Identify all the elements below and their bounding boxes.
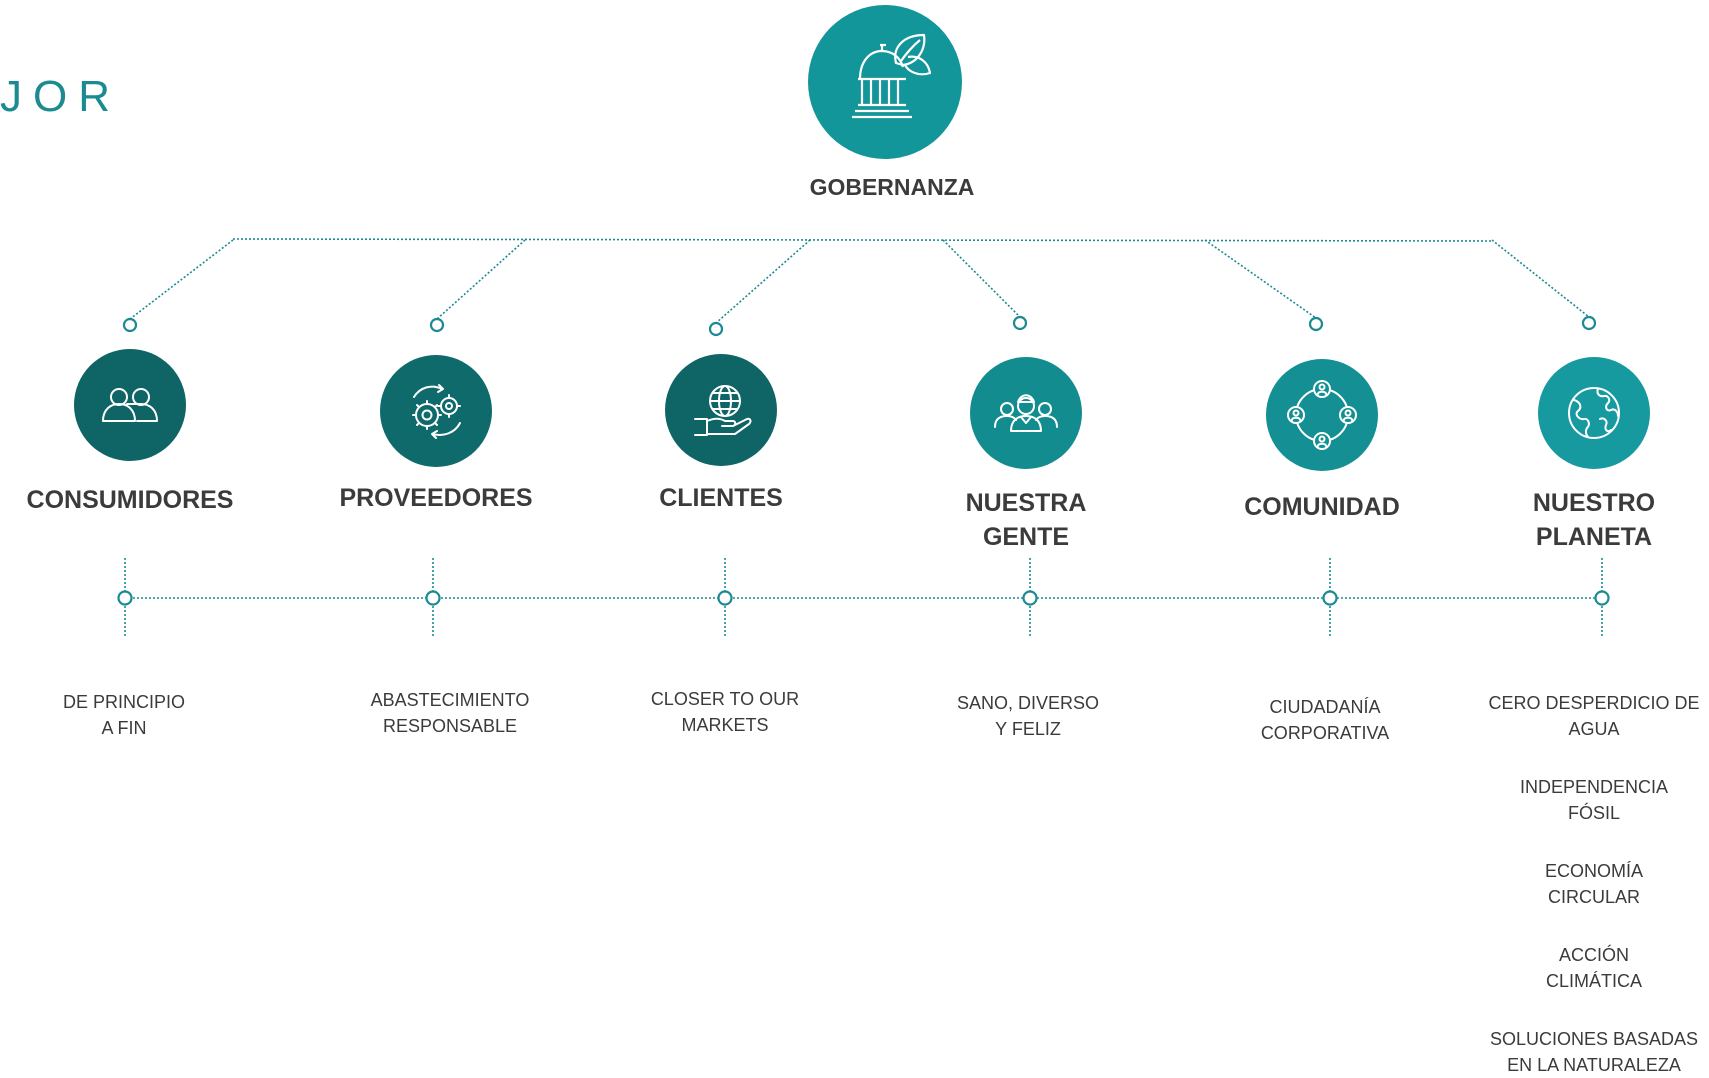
gears-cycle-icon	[380, 355, 492, 467]
branch-node-dot	[708, 321, 724, 337]
pillar-label: CONSUMIDORES	[26, 486, 234, 514]
axis-node-dot	[1322, 590, 1338, 606]
axis-node-dot	[425, 590, 441, 606]
earth-icon	[1538, 357, 1650, 469]
hub-branch-line	[1204, 239, 1317, 319]
hub-label: GOBERNANZA	[809, 174, 975, 200]
theme-text: ECONOMÍA CIRCULAR	[1544, 861, 1643, 907]
branch-node-dot	[1308, 316, 1324, 332]
pillar-label: NUESTRO PLANETA	[1532, 489, 1656, 551]
hub-branch-line	[715, 239, 811, 324]
globe-hand-icon	[665, 354, 777, 466]
government-building-leaf-icon	[808, 5, 962, 159]
pillar-node	[665, 354, 777, 466]
team-icon	[970, 357, 1082, 469]
pillar-label: CLIENTES	[659, 484, 783, 512]
hub-branch-line	[129, 239, 234, 320]
pillar-node	[970, 357, 1082, 469]
theme-text: INDEPENDENCIA FÓSIL	[1519, 777, 1669, 823]
hub-node	[808, 5, 962, 159]
people-icon	[74, 349, 186, 461]
theme-text: CLOSER TO OUR MARKETS	[650, 689, 800, 735]
pillar-label: PROVEEDORES	[339, 484, 533, 512]
community-circle-icon	[1266, 359, 1378, 471]
pillar-label: COMUNIDAD	[1244, 493, 1400, 521]
hub-bus-line	[232, 238, 1493, 242]
hub-branch-line	[1491, 239, 1590, 318]
axis-node-dot	[1022, 590, 1038, 606]
branch-node-dot	[1581, 315, 1597, 331]
branch-node-dot	[1012, 315, 1028, 331]
theme-text: SOLUCIONES BASADAS EN LA NATURALEZA	[1489, 1029, 1699, 1075]
pillar-label: NUESTRA GENTE	[965, 489, 1087, 551]
page-title: JOR	[0, 72, 121, 121]
pillar-node	[1266, 359, 1378, 471]
hub-branch-line	[436, 239, 526, 320]
theme-text: ABASTECIMIENTO RESPONSABLE	[370, 690, 530, 736]
theme-text: SANO, DIVERSO Y FELIZ	[956, 693, 1100, 739]
theme-text: CERO DESPERDICIO DE AGUA	[1488, 693, 1700, 739]
axis-node-dot	[1594, 590, 1610, 606]
theme-text: CIUDADANÍA CORPORATIVA	[1260, 697, 1390, 743]
axis-node-dot	[717, 590, 733, 606]
pillar-node	[380, 355, 492, 467]
axis-node-dot	[117, 590, 133, 606]
branch-node-dot	[429, 317, 445, 333]
hub-branch-line	[942, 239, 1021, 318]
theme-text: DE PRINCIPIO A FIN	[62, 692, 186, 738]
branch-node-dot	[122, 317, 138, 333]
pillar-node	[74, 349, 186, 461]
pillar-node	[1538, 357, 1650, 469]
theme-text: ACCIÓN CLIMÁTICA	[1545, 945, 1642, 991]
